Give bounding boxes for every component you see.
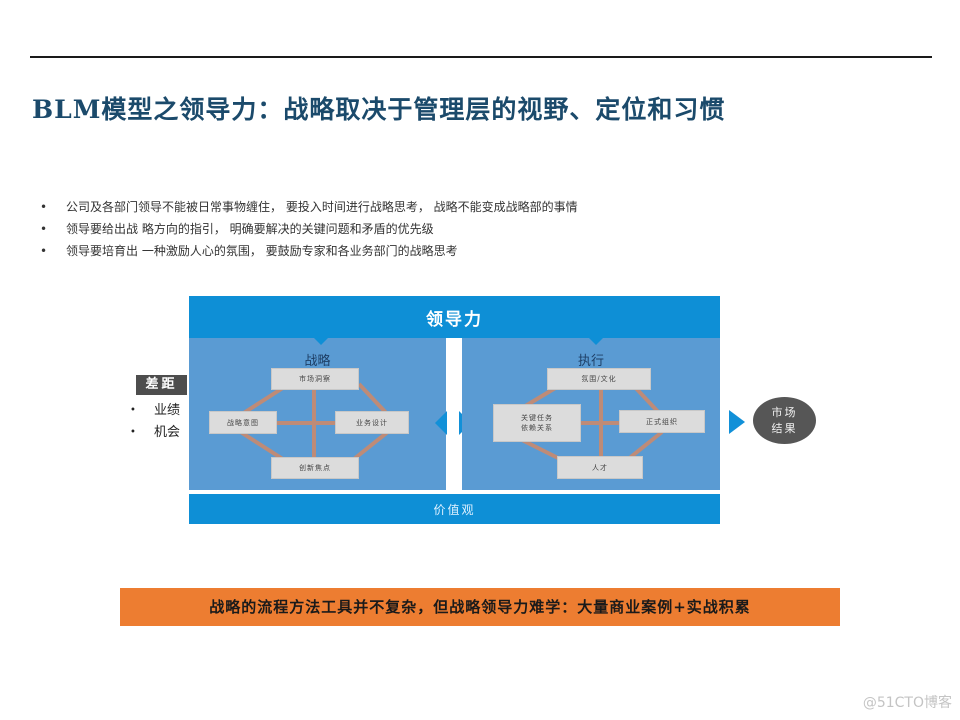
box-strategic-intent: 战略意图: [209, 411, 277, 434]
strategy-panel: 战略 市场洞察 战略意图 业务设计 创新焦点: [189, 338, 446, 490]
bullet-dot-icon: •: [40, 222, 48, 236]
box-climate-culture: 氛围/文化: [547, 368, 651, 390]
gap-label: 差距: [136, 375, 187, 395]
market-result-circle: 市场 结果: [753, 397, 816, 444]
execution-notch-icon: [588, 337, 604, 345]
top-divider: [30, 56, 932, 58]
bullet-list: •公司及各部门领导不能被日常事物缠住， 要投入时间进行战略思考， 战略不能变成战…: [40, 196, 578, 262]
execution-panel: 执行 氛围/文化 关键任务 依赖关系 正式组织 人才: [462, 338, 720, 490]
box-innovation-focus: 创新焦点: [271, 457, 359, 479]
strategy-title: 战略: [304, 354, 331, 369]
gap-list: •业绩 •机会: [130, 400, 180, 444]
strategy-notch-icon: [313, 337, 329, 345]
box-business-design: 业务设计: [335, 411, 409, 434]
execution-title: 执行: [577, 354, 604, 369]
leadership-bar: 领导力: [189, 296, 720, 338]
values-bar: 价值观: [189, 494, 720, 524]
bullet-item: •公司及各部门领导不能被日常事物缠住， 要投入时间进行战略思考， 战略不能变成战…: [40, 196, 578, 218]
result-arrow-icon: [729, 410, 745, 434]
box-critical-tasks: 关键任务 依赖关系: [493, 404, 581, 442]
gap-item-opportunity: •机会: [130, 422, 180, 444]
bullet-dot-icon: •: [40, 200, 48, 214]
page-title: BLM模型之领导力：战略取决于管理层的视野、定位和习惯: [32, 95, 726, 124]
summary-banner: 战略的流程方法工具并不复杂，但战略领导力难学：大量商业案例+实战积累: [120, 588, 840, 626]
bullet-dot-icon: •: [40, 244, 48, 258]
watermark: @51CTO博客: [862, 695, 952, 711]
bullet-dot-icon: •: [130, 427, 136, 438]
box-formal-organization: 正式组织: [619, 410, 705, 433]
box-talent: 人才: [557, 456, 643, 479]
box-market-insight: 市场洞察: [271, 368, 359, 390]
bullet-item: •领导要培育出 一种激励人心的氛围， 要鼓励专家和各业务部门的战略思考: [40, 240, 578, 262]
gap-item-performance: •业绩: [130, 400, 180, 422]
bullet-dot-icon: •: [130, 405, 136, 416]
bullet-item: •领导要给出战 略方向的指引， 明确要解决的关键问题和矛盾的优先级: [40, 218, 578, 240]
